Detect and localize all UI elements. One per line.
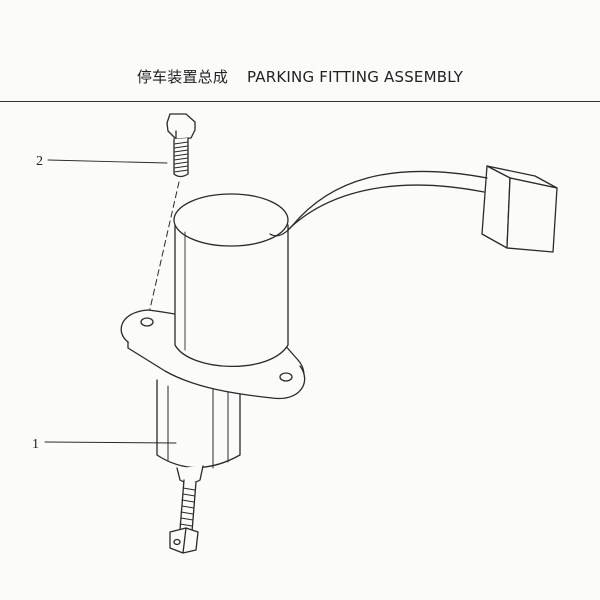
flange-hole-left xyxy=(140,317,154,327)
connector-block xyxy=(481,165,558,253)
callout-leader-2 xyxy=(47,159,168,164)
callout-leader-1 xyxy=(44,441,177,444)
header-rule xyxy=(0,101,600,102)
cable xyxy=(281,170,488,237)
callout-label-1: 1 xyxy=(32,437,39,452)
assembly-axis-line xyxy=(146,181,180,323)
solenoid-lower-body xyxy=(156,379,241,469)
title-chinese: 停车装置总成 xyxy=(136,68,229,86)
clevis-end xyxy=(169,527,199,554)
flange-hole-right xyxy=(279,372,293,382)
plunger-neck xyxy=(176,465,204,484)
title-english: PARKING FITTING ASSEMBLY xyxy=(247,68,464,86)
solenoid-cylinder xyxy=(173,193,289,367)
plunger-rod xyxy=(179,479,197,533)
cable-entry xyxy=(269,225,293,237)
bolt xyxy=(166,113,196,178)
page-title: 停车装置总成 PARKING FITTING ASSEMBLY xyxy=(0,66,600,87)
callout-label-2: 2 xyxy=(36,154,43,169)
